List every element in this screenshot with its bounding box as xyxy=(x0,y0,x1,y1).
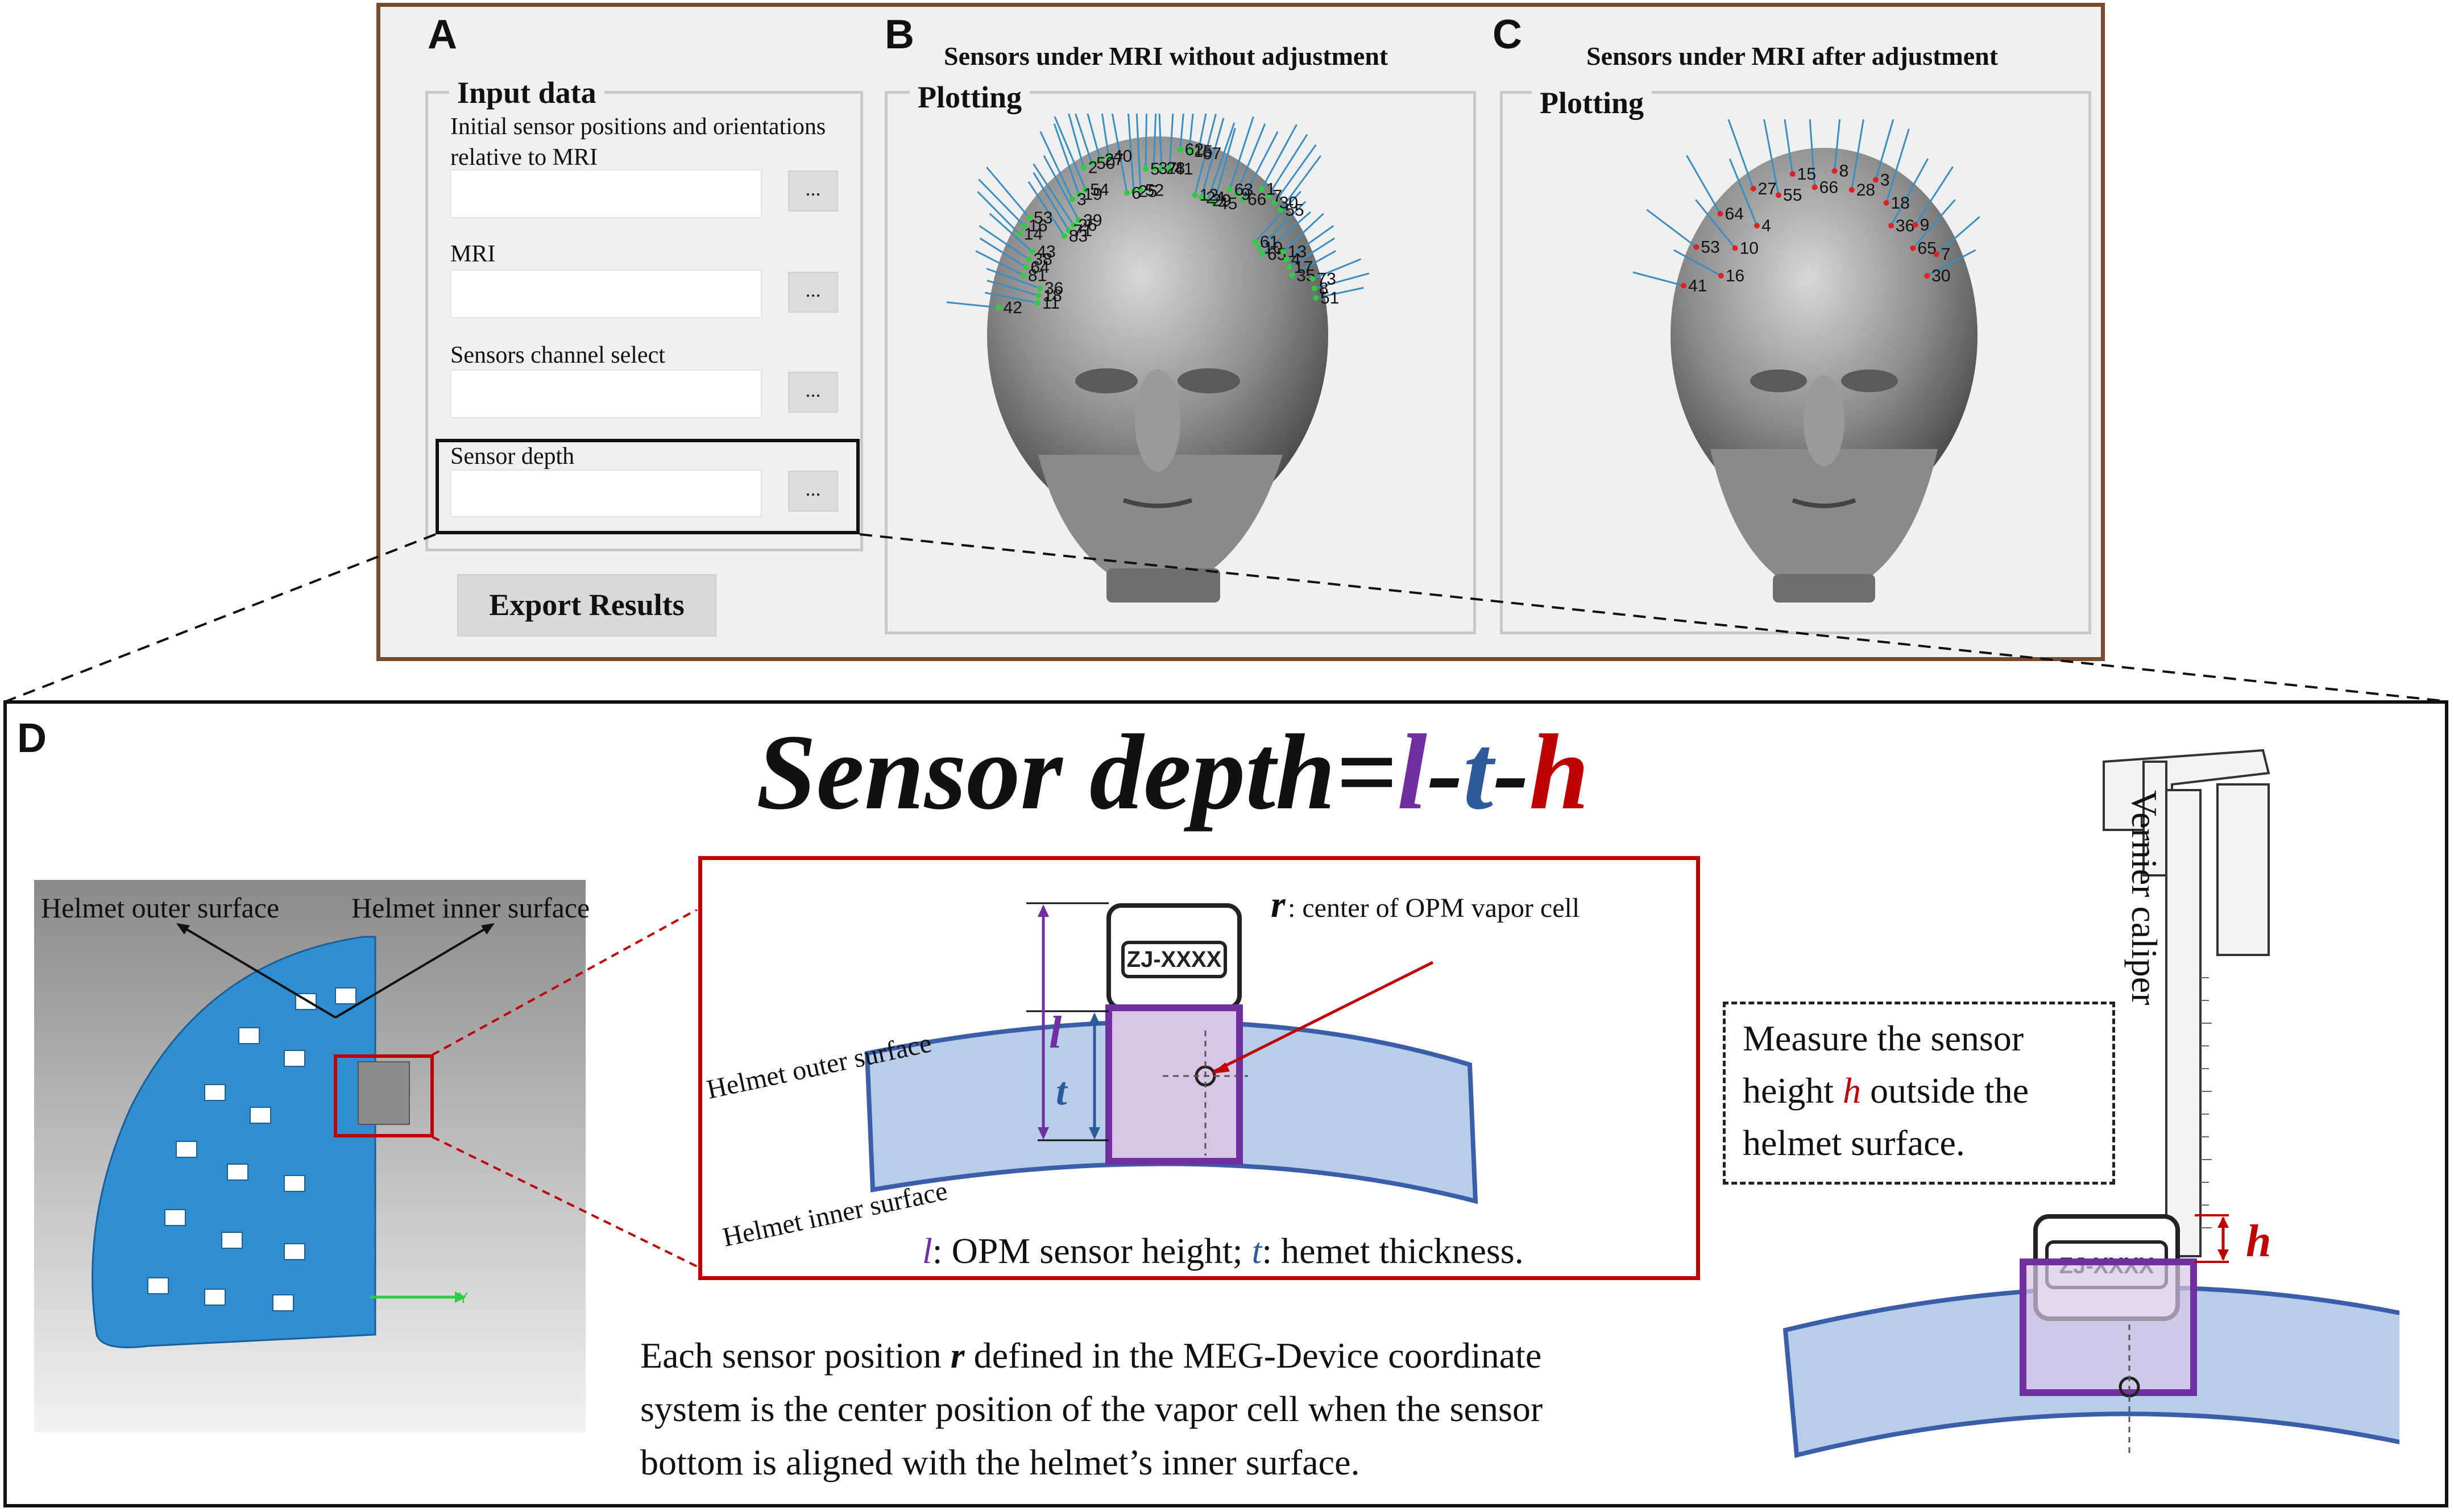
formula-prefix: Sensor depth= xyxy=(756,713,1397,832)
caption-line-1-a: Each sensor position xyxy=(640,1335,951,1376)
legend-l-description: : OPM sensor height; xyxy=(932,1231,1252,1271)
caliper-label: Vernier caliper xyxy=(2124,790,2165,1005)
formula-dash-1: - xyxy=(1427,713,1463,832)
h-symbol: h xyxy=(2246,1216,2271,1266)
t-symbol: t xyxy=(1056,1070,1068,1114)
formula-t: t xyxy=(1463,713,1493,832)
opm-sensor-body xyxy=(1109,1008,1240,1161)
zoom-connector-lines xyxy=(0,0,2454,705)
formula-l: l xyxy=(1397,713,1427,832)
legend-t-description: : hemet thickness. xyxy=(1262,1231,1523,1271)
legend-t-symbol: t xyxy=(1252,1231,1262,1271)
l-t-legend: l: OPM sensor height; t: hemet thickness… xyxy=(922,1230,1524,1272)
caption-line-1: Each sensor position r defined in the ME… xyxy=(640,1329,1721,1382)
caption-line-3: bottom is aligned with the helmet’s inne… xyxy=(640,1436,1721,1489)
l-symbol: l xyxy=(1049,1008,1062,1058)
sensor-depth-formula: Sensor depth=l-t-h xyxy=(756,711,1589,834)
vernier-caliper-diagram: Vernier caliper ZJ-XXXX h xyxy=(1774,739,2399,1478)
formula-h: h xyxy=(1529,713,1589,832)
helmet-pointer-lines xyxy=(0,909,739,1432)
sensor-detail-diagram: ZJ-XXXX r : center of OPM vapor cell l t… xyxy=(702,860,1696,1276)
caption-r-symbol: r xyxy=(951,1335,965,1376)
sensor-model-text: ZJ-XXXX xyxy=(1127,947,1222,972)
caption-line-1-b: defined in the MEG-Device coordinate xyxy=(965,1335,1542,1376)
caption-line-2: system is the center position of the vap… xyxy=(640,1382,1721,1436)
sensor-position-caption: Each sensor position r defined in the ME… xyxy=(640,1329,1721,1489)
legend-l-symbol: l xyxy=(922,1231,932,1271)
panel-label-d: D xyxy=(17,715,47,762)
sensor-body-right xyxy=(2023,1262,2194,1393)
r-symbol: r xyxy=(1271,884,1286,925)
r-description: : center of OPM vapor cell xyxy=(1288,893,1580,923)
inner-surface-label: Helmet inner surface xyxy=(720,1175,950,1253)
formula-dash-2: - xyxy=(1493,713,1529,832)
